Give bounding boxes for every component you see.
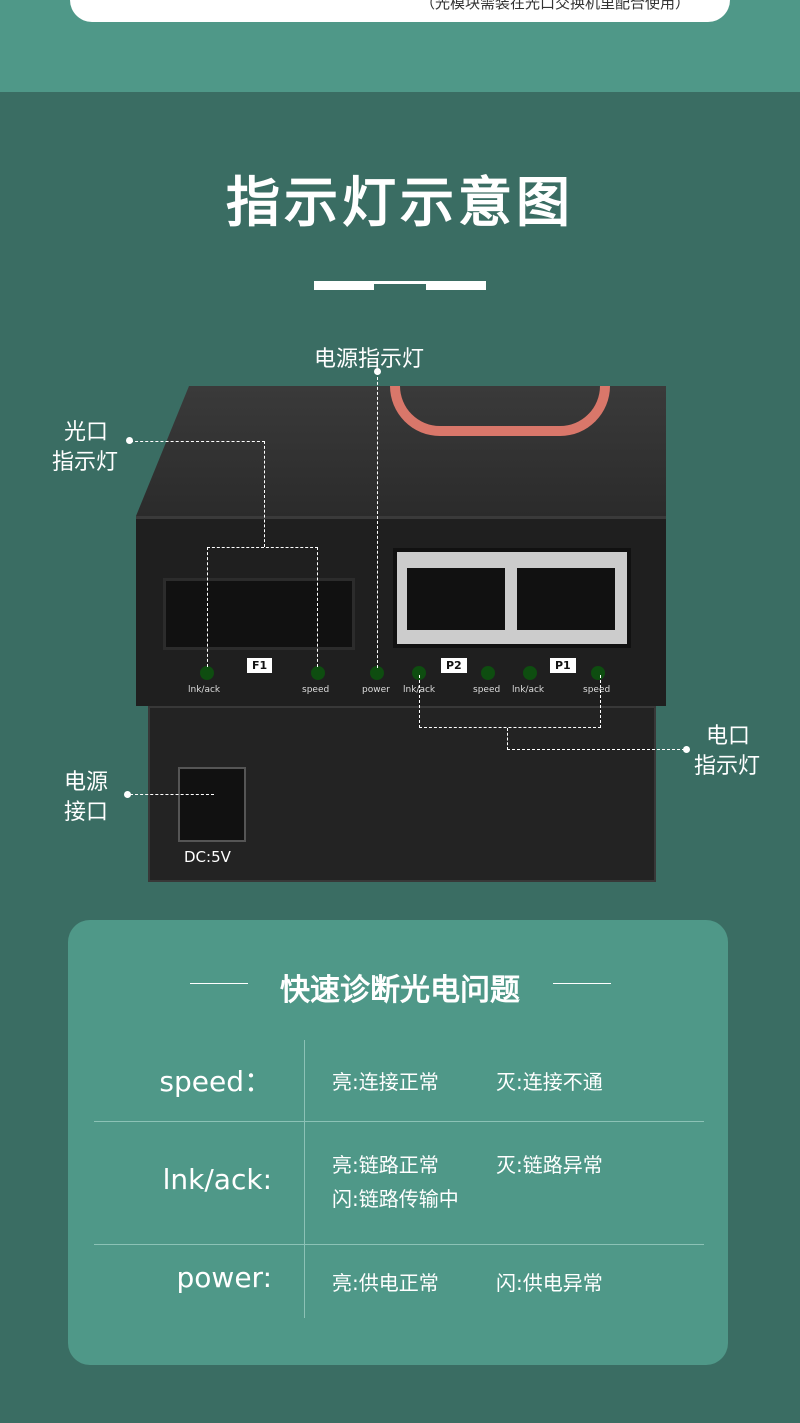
- brand-logo: [390, 386, 610, 436]
- title-rule: [190, 983, 248, 984]
- port-tag-f1: F1: [247, 658, 273, 673]
- callout-line: [207, 547, 318, 667]
- callout-optical-2: 指示灯: [52, 450, 119, 475]
- top-note: （光模块需装在光口交换机里配合使用）: [419, 0, 690, 12]
- title-divider: [314, 281, 486, 290]
- led-label: lnk/ack: [512, 685, 545, 695]
- callout-dot: [683, 746, 690, 753]
- led-label: lnk/ack: [188, 685, 221, 695]
- diagnosis-card: [68, 920, 728, 1365]
- callout-line: [377, 372, 378, 668]
- led-f1-speed: [311, 666, 325, 680]
- led-p2-lnk: [412, 666, 426, 680]
- callout-line: [419, 675, 601, 728]
- callout-line: [130, 441, 265, 547]
- row-divider: [94, 1244, 704, 1245]
- callout-power-port-2: 接口: [64, 800, 109, 825]
- callout-line: [130, 794, 214, 795]
- callout-electric-1: 电口: [706, 724, 751, 749]
- row-value: 灭:链路异常: [496, 1153, 603, 1177]
- callout-dot: [126, 437, 133, 444]
- callout-line: [507, 728, 685, 750]
- row-key: speed：: [159, 1065, 272, 1098]
- led-label: speed: [302, 685, 330, 695]
- led-power: [370, 666, 384, 680]
- callout-dot: [124, 791, 131, 798]
- title-rule: [553, 983, 611, 984]
- port-tag-p2: P2: [441, 658, 467, 673]
- dc-power-jack: [178, 767, 246, 842]
- callout-dot: [374, 368, 381, 375]
- led-p2-speed: [481, 666, 495, 680]
- row-key: lnk/ack:: [162, 1163, 272, 1196]
- row-key: power:: [176, 1261, 272, 1294]
- top-note-card: （光模块需装在光口交换机里配合使用）: [70, 0, 730, 22]
- led-f1-lnk: [200, 666, 214, 680]
- diagnosis-title: 快速诊断光电问题: [280, 973, 520, 1008]
- led-p1-speed: [591, 666, 605, 680]
- row-divider: [94, 1121, 704, 1122]
- port-tag-p1: P1: [550, 658, 576, 673]
- page-title: 指示灯示意图: [226, 171, 574, 234]
- callout-electric-2: 指示灯: [694, 754, 761, 779]
- callout-power-led: 电源指示灯: [314, 347, 425, 372]
- led-label: speed: [583, 685, 611, 695]
- row-value: 亮:连接正常: [332, 1070, 439, 1094]
- led-label: speed: [473, 685, 501, 695]
- fiber-port: [163, 578, 355, 650]
- column-divider: [304, 1040, 305, 1318]
- led-label: power: [362, 685, 390, 695]
- callout-power-port-1: 电源: [64, 770, 109, 795]
- rj45-ports: [393, 548, 631, 648]
- row-value: 闪:链路传输中: [332, 1187, 459, 1211]
- callout-optical-1: 光口: [64, 420, 109, 445]
- row-value: 灭:连接不通: [496, 1070, 603, 1094]
- dc-label: DC:5V: [184, 848, 231, 866]
- led-p1-lnk: [523, 666, 537, 680]
- row-value: 闪:供电异常: [496, 1271, 603, 1295]
- row-value: 亮:供电正常: [332, 1271, 439, 1295]
- row-value: 亮:链路正常: [332, 1153, 439, 1177]
